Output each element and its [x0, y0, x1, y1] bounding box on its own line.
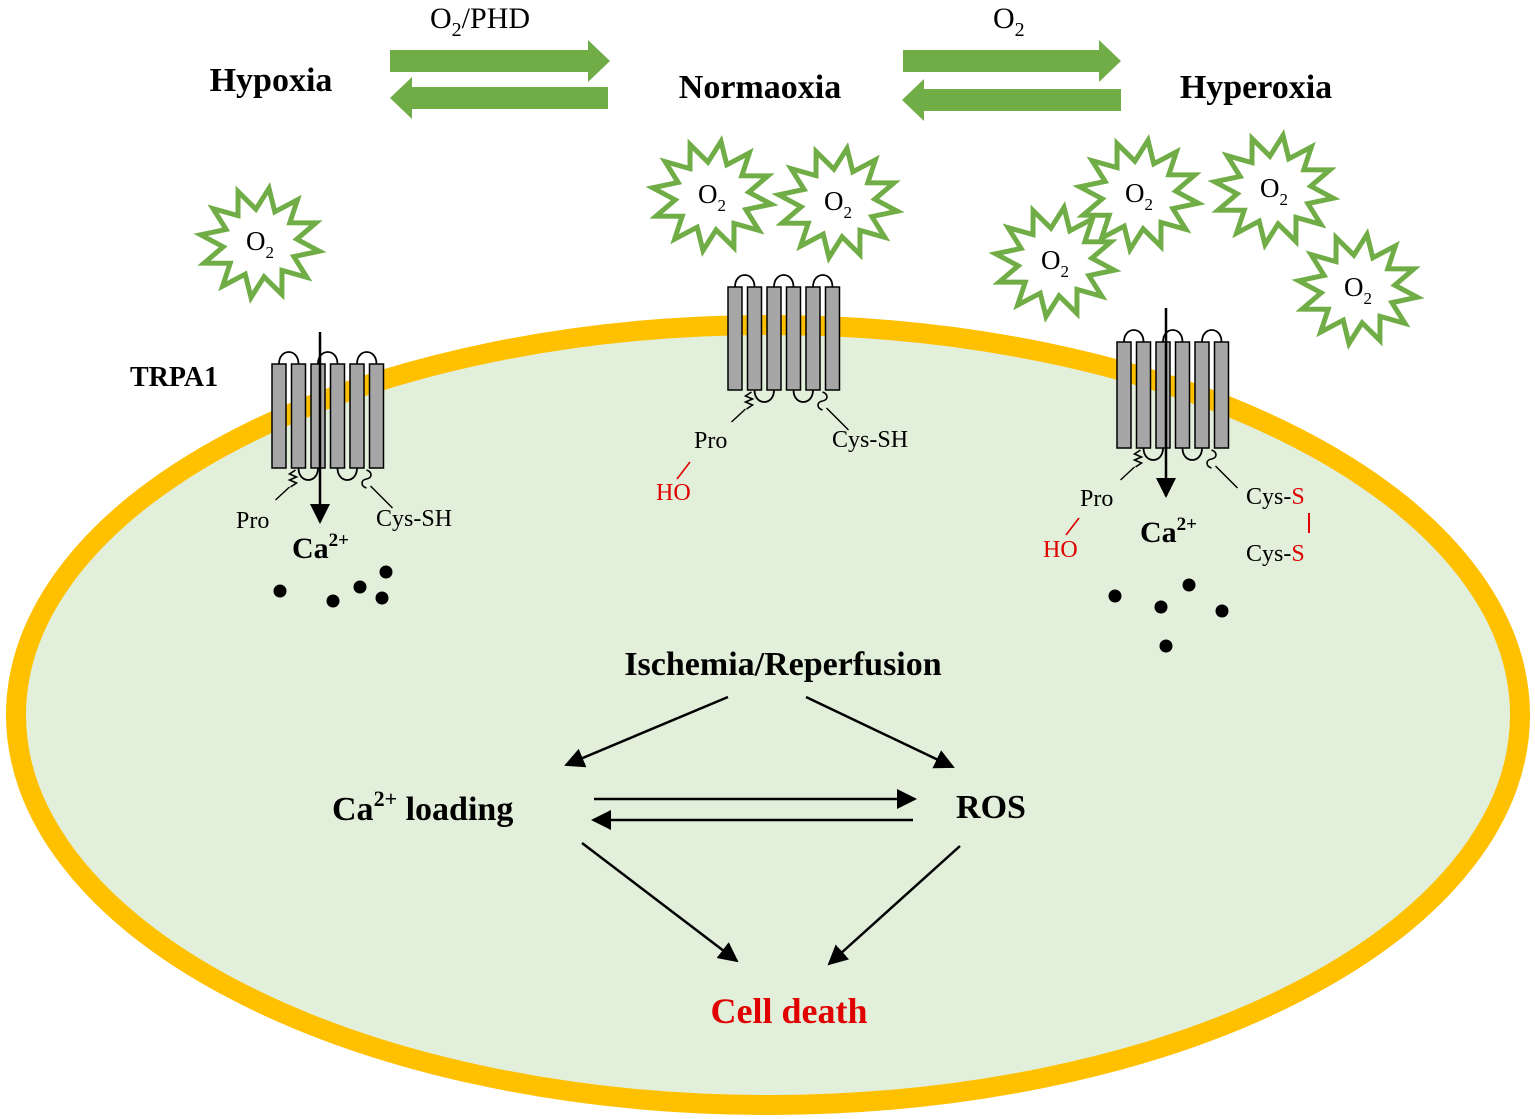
transmembrane-helix [1194, 341, 1210, 449]
transition-label-left: O2/PHD [430, 2, 530, 41]
calcium-ions-left [273, 565, 393, 608]
oxygen-burst: O2 [1072, 134, 1206, 256]
ch2-pro-label: Pro [694, 428, 727, 454]
ch3-cys-bottom: Cys-S [1246, 541, 1305, 567]
oxygen-burst: O2 [1291, 228, 1425, 350]
ch3-ca-label: Ca2+ [1140, 514, 1197, 549]
cell-death-label: Cell death [711, 991, 868, 1031]
transmembrane-helix [1155, 341, 1171, 449]
ch3-ho-bond [1065, 517, 1080, 536]
state-hypoxia: Hypoxia [210, 62, 333, 99]
ch3-cys-top: Cys-S [1246, 484, 1305, 510]
ch2-ho-label: HO [656, 480, 691, 506]
proline-residue [1132, 449, 1144, 468]
proline-residue [743, 391, 755, 410]
forward-arrow-right [903, 40, 1121, 82]
transmembrane-helix [368, 363, 385, 469]
transmembrane-helix [746, 286, 763, 391]
trpa1-channels [271, 274, 1238, 509]
transmembrane-helix [349, 363, 365, 469]
transmembrane-helix [824, 286, 841, 391]
transmembrane-helix [271, 363, 287, 469]
ch1-pro-label: Pro [236, 508, 269, 534]
channel-name: TRPA1 [130, 362, 218, 393]
arrow-ischemia-to-ros [805, 695, 955, 769]
state-hyperoxia: Hyperoxia [1180, 69, 1332, 106]
ch2-cys-label: Cys-SH [832, 427, 908, 453]
ch3-pro-label: Pro [1080, 486, 1113, 512]
oxygen-label: O2 [824, 186, 852, 222]
transmembrane-helix [1213, 341, 1230, 449]
oxygen-label: O2 [1260, 173, 1288, 209]
transmembrane-helix [1135, 341, 1152, 449]
arrow-ros-to-death [827, 845, 961, 966]
forward-arrow-left [390, 40, 610, 82]
oxygen-label: O2 [1125, 178, 1153, 214]
ch1-ca-label: Ca2+ [292, 530, 349, 565]
pathway-arrows [564, 695, 961, 966]
cysteine-residue [361, 469, 372, 489]
ca-loading-label: Ca2+ loading [332, 786, 513, 828]
arrow-ca-to-death [581, 842, 739, 963]
transmembrane-helix [1116, 341, 1132, 449]
ch2-ho-bond [676, 461, 691, 480]
transmembrane-helix [805, 286, 821, 391]
oxygen-burst: O2 [193, 182, 327, 304]
reversible-arrow-left [390, 40, 610, 119]
ros-label: ROS [956, 789, 1026, 826]
oxygen-label: O2 [698, 179, 726, 215]
reverse-arrow-left [390, 77, 608, 119]
transmembrane-helix [727, 286, 743, 391]
trpa1-channel [727, 274, 849, 431]
trpa1-channel [271, 351, 393, 509]
ch3-ho-label: HO [1043, 537, 1078, 563]
oxygen-label: O2 [1344, 272, 1372, 308]
reverse-arrow-right [902, 79, 1121, 121]
oxygen-label: O2 [1041, 245, 1069, 281]
oxygen-burst: O2 [645, 135, 779, 257]
oxygen-burst: O2 [771, 142, 905, 264]
transmembrane-helix [1174, 341, 1191, 449]
trpa1-channel [1116, 329, 1238, 489]
state-normoxia: Normaoxia [679, 69, 841, 106]
cysteine-residue [817, 391, 828, 411]
ch1-cys-label: Cys-SH [376, 506, 452, 532]
arrow-ischemia-to-ca [564, 695, 729, 768]
reversible-arrow-right [902, 40, 1121, 121]
transmembrane-helix [310, 363, 326, 469]
oxygen-burst: O2 [1207, 129, 1341, 251]
cysteine-residue [1206, 449, 1217, 469]
proline-residue [287, 469, 299, 488]
oxygen-label: O2 [246, 226, 274, 262]
transition-label-right: O2 [993, 2, 1025, 41]
transmembrane-helix [766, 286, 782, 391]
transmembrane-helix [329, 363, 346, 469]
cell-membrane [6, 315, 1530, 1115]
transmembrane-helix [785, 286, 802, 391]
calcium-ions-right [1108, 578, 1229, 653]
ischemia-reperfusion-label: Ischemia/Reperfusion [624, 646, 941, 683]
oxygen-burst: O2 [988, 201, 1122, 323]
transmembrane-helix [290, 363, 307, 469]
